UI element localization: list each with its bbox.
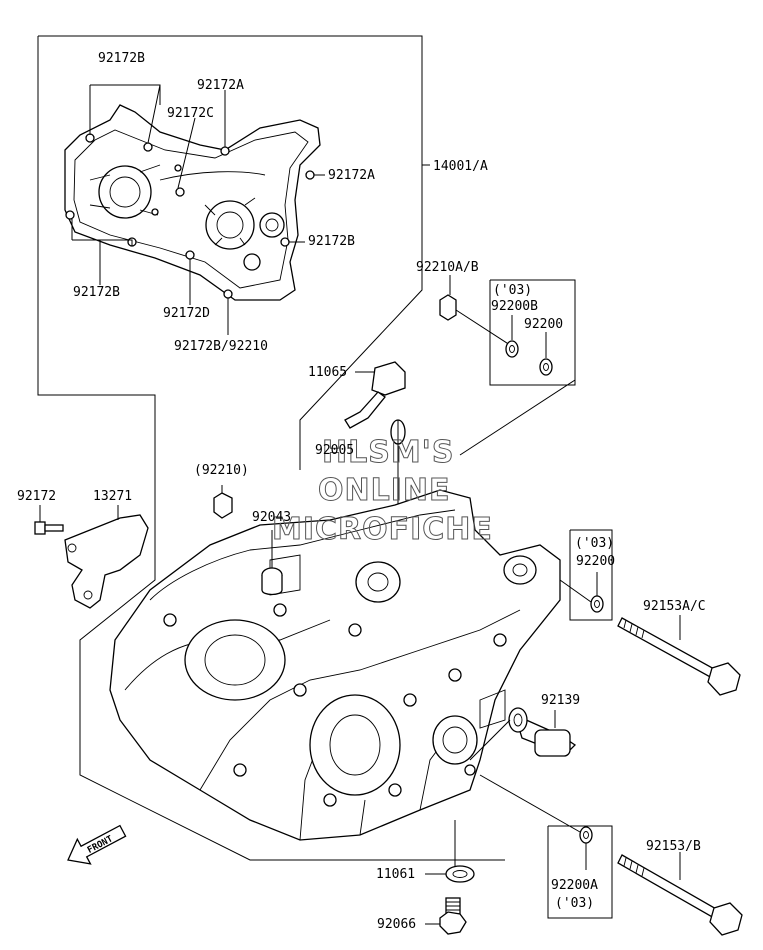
label-03-mid: ('03): [575, 536, 614, 551]
label-92172b-top: 92172B: [98, 51, 145, 66]
label-11061: 11061: [376, 867, 415, 882]
label-92210ab: 92210A/B: [416, 260, 479, 275]
label-92200b: 92200B: [491, 299, 538, 314]
label-92172a-top: 92172A: [197, 78, 244, 93]
label-92172d: 92172D: [163, 306, 210, 321]
label-03-top: ('03): [493, 283, 532, 298]
label-92200-top: 92200: [524, 317, 563, 332]
front-arrow-icon: FRONT: [67, 824, 127, 865]
bolt-92172: [34, 505, 64, 535]
label-92153b: 92153/B: [646, 839, 701, 854]
group-outline: [37, 35, 505, 861]
crankcase-gasket: [64, 104, 321, 301]
label-92172b-right: 92172B: [308, 234, 355, 249]
watermark: HLSM'S ONLINE MICROFICHE: [272, 435, 493, 548]
washer-11061: [425, 865, 475, 883]
label-92172b-left: 92172B: [73, 285, 120, 300]
watermark-line-2: ONLINE: [318, 473, 451, 508]
label-92005: 92005: [315, 443, 354, 458]
plug-92066: [425, 820, 467, 935]
watermark-line-3: MICROFICHE: [272, 512, 493, 547]
dowel-92043: [261, 530, 283, 596]
bolt-92153b: [617, 852, 743, 936]
label-92172a-right: 92172A: [328, 168, 375, 183]
crankcase-body: [109, 489, 561, 841]
label-13271: 13271: [93, 489, 132, 504]
label-92210-paren: (92210): [194, 463, 249, 478]
washer-group-mid: [559, 529, 613, 621]
label-14001a: 14001/A: [433, 159, 488, 174]
washer-group-top: [439, 275, 576, 456]
label-11065: 11065: [308, 365, 347, 380]
label-92153ac: 92153A/C: [643, 599, 706, 614]
washer-group-bottom: [479, 774, 613, 919]
part-11065: [344, 361, 406, 520]
bushing-92139: [469, 707, 577, 761]
label-92043: 92043: [252, 510, 291, 525]
label-92139: 92139: [541, 693, 580, 708]
label-92172c: 92172C: [167, 106, 214, 121]
watermark-line-1: HLSM'S: [322, 435, 454, 470]
gasket-leaders: [71, 84, 325, 335]
label-92172b-92210: 92172B/92210: [174, 339, 268, 354]
label-92066: 92066: [377, 917, 416, 932]
plate-13271: [64, 505, 149, 609]
label-92172: 92172: [17, 489, 56, 504]
case-bosses: [163, 603, 507, 807]
nut-92210: [213, 485, 233, 519]
bolt-92153ac: [617, 615, 741, 696]
label-03-bottom: ('03): [555, 896, 594, 911]
part-labels: 92172B 92172A 92172C 92172A 14001/A 9217…: [17, 51, 706, 932]
label-92200-mid: 92200: [576, 554, 615, 569]
label-92200a: 92200A: [551, 878, 598, 893]
